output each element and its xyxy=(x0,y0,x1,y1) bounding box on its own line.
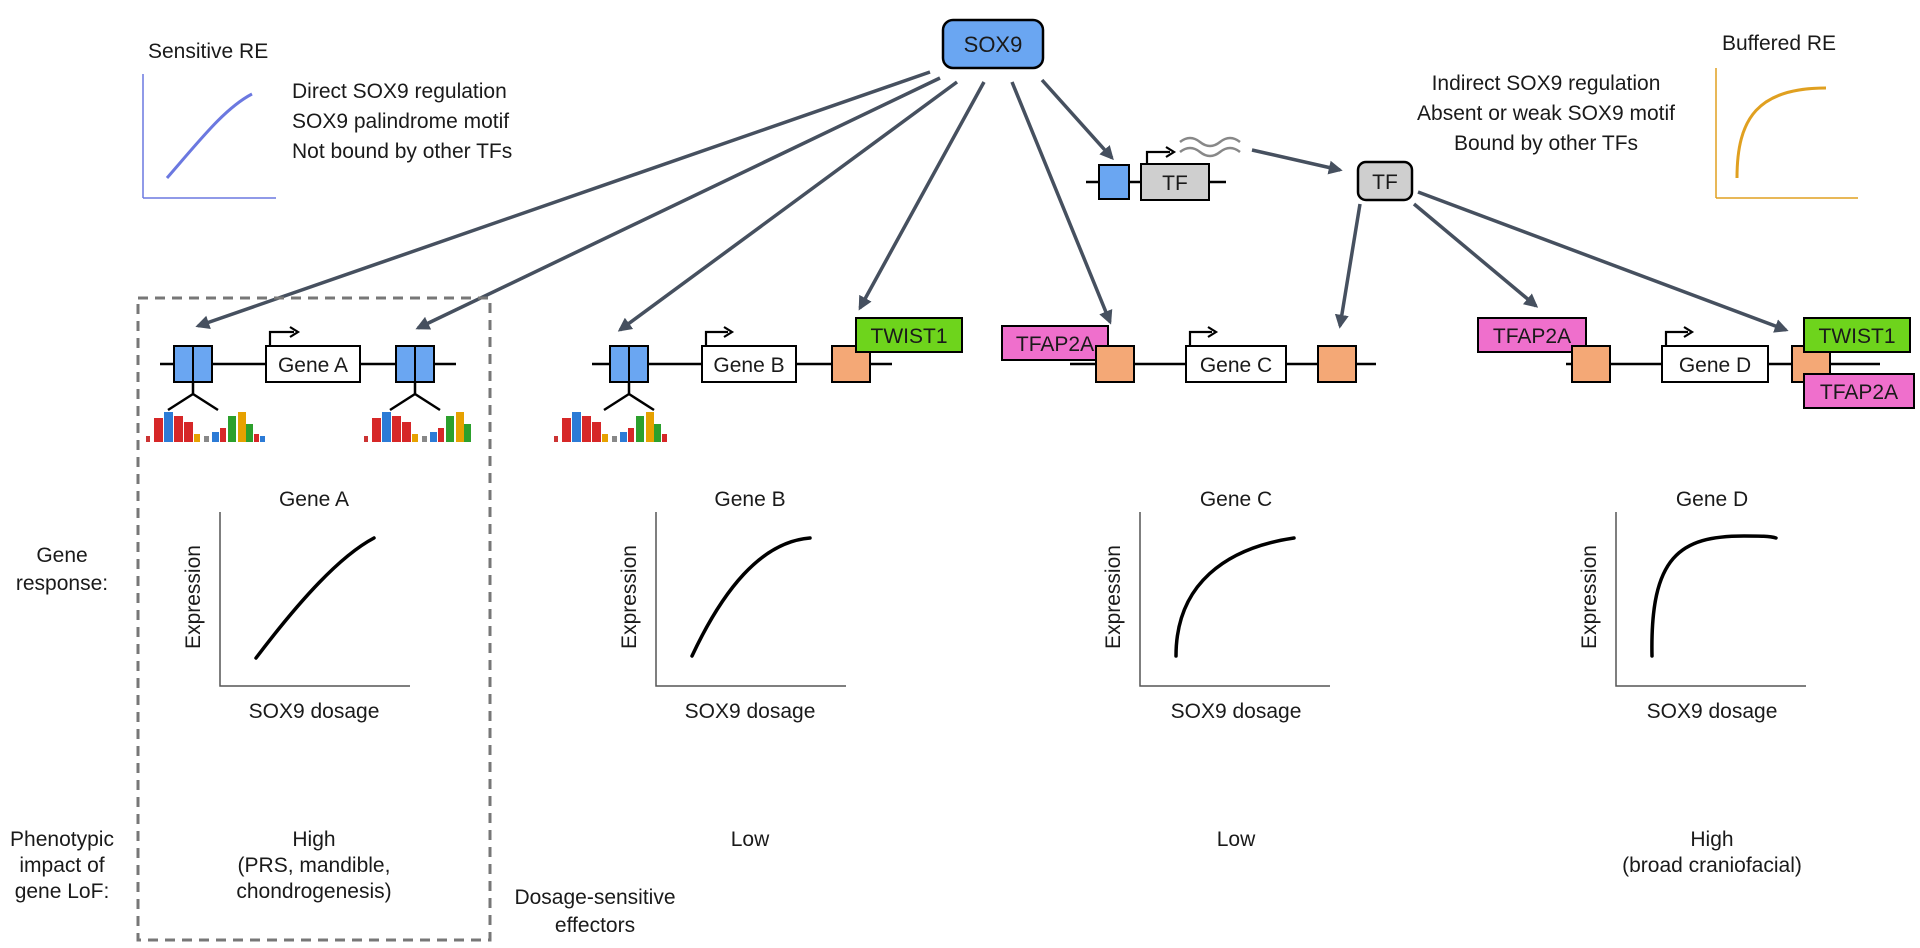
gene-c-locus: TFAP2A Gene C xyxy=(1001,325,1376,383)
svg-text:Low: Low xyxy=(731,828,770,851)
svg-text:chondrogenesis): chondrogenesis) xyxy=(236,880,391,903)
gene-a-locus: Gene A xyxy=(146,326,471,442)
enhancer-gene-c-right xyxy=(1317,345,1357,383)
arrow-sox9-to-gene-c-re xyxy=(1010,81,1113,325)
gene-response-row-label: Gene response: xyxy=(16,544,108,595)
sox9-arrows xyxy=(195,70,1114,332)
arrow-tf-to-gene-c-re xyxy=(1334,203,1362,329)
twist1-factor-gene-d xyxy=(1803,317,1911,353)
sensitive-re-line-1: Direct SOX9 regulation xyxy=(292,80,507,103)
sox9-motif-logo-left xyxy=(146,412,265,442)
gene-d-locus: TFAP2A Gene D TWIST1 TFAP2A xyxy=(1477,317,1915,409)
sensitive-re-line-2: SOX9 palindrome motif xyxy=(292,110,509,133)
tfap2a-label-gene-d-left: TFAP2A xyxy=(1493,325,1571,348)
svg-text:impact of: impact of xyxy=(19,854,104,877)
mrna-wave xyxy=(1179,136,1241,148)
sensitive-re-curve xyxy=(165,92,253,179)
sox9-label: SOX9 xyxy=(964,32,1023,57)
arrow-tf-to-gene-d-re xyxy=(1417,190,1789,333)
response-plot-gene-b: Gene B Expression SOX9 dosage xyxy=(618,488,846,723)
gene-c-xlabel: SOX9 dosage xyxy=(1171,700,1302,723)
arrow-tf-gene-to-tf xyxy=(1251,148,1343,175)
svg-text:Phenotypic: Phenotypic xyxy=(10,828,114,851)
gene-d-response-curve xyxy=(1650,534,1778,658)
impact-gene-b: Low xyxy=(731,828,770,851)
gene-c-response-curve xyxy=(1174,536,1296,658)
impact-gene-a: High (PRS, mandible, chondrogenesis) xyxy=(236,828,391,903)
gene-b-response-curve xyxy=(690,536,812,658)
response-plot-gene-c: Gene C Expression SOX9 dosage xyxy=(1102,488,1330,723)
tf-gene-locus: TF xyxy=(1086,136,1241,201)
tfap2a-factor-gene-d-left xyxy=(1477,317,1587,353)
gene-a-ylabel: Expression xyxy=(182,545,205,649)
arrow-sox9-to-twist1 xyxy=(858,81,986,311)
gene-a-plot-title: Gene A xyxy=(279,488,349,511)
svg-text:High: High xyxy=(1690,828,1733,851)
impact-gene-c: Low xyxy=(1217,828,1256,851)
sensitive-re-line-3: Not bound by other TFs xyxy=(292,140,512,163)
twist1-label-gene-b: TWIST1 xyxy=(871,325,948,348)
buffered-re-line-3: Bound by other TFs xyxy=(1454,132,1638,155)
sox9-node: SOX9 xyxy=(941,18,1045,70)
sensitive-re-panel: Sensitive RE Direct SOX9 regulation SOX9… xyxy=(142,40,512,199)
enhancer-gene-c-left xyxy=(1095,345,1135,383)
svg-text:effectors: effectors xyxy=(555,914,635,937)
gene-c-ylabel: Expression xyxy=(1102,545,1125,649)
enhancer-gene-d-left xyxy=(1571,345,1611,383)
svg-text:Dosage-sensitive: Dosage-sensitive xyxy=(514,886,675,909)
gene-c-box-label: Gene C xyxy=(1200,354,1272,377)
svg-text:(PRS, mandible,: (PRS, mandible, xyxy=(238,854,391,877)
gene-b-locus: Gene B TWIST1 xyxy=(554,317,963,442)
svg-text:High: High xyxy=(292,828,335,851)
gene-a-response-curve xyxy=(254,536,376,660)
gene-d-xlabel: SOX9 dosage xyxy=(1647,700,1778,723)
buffered-re-line-1: Indirect SOX9 regulation xyxy=(1432,72,1661,95)
twist1-label-gene-d: TWIST1 xyxy=(1819,325,1896,348)
svg-text:response:: response: xyxy=(16,572,108,595)
sox9-motif-logo-gene-b xyxy=(554,412,667,442)
svg-text:(broad craniofacial): (broad craniofacial) xyxy=(1622,854,1802,877)
gene-b-ylabel: Expression xyxy=(618,545,641,649)
gene-b-plot-title: Gene B xyxy=(714,488,785,511)
buffered-re-curve xyxy=(1735,86,1827,179)
gene-b-box-label: Gene B xyxy=(713,354,784,377)
tf-gene-label: TF xyxy=(1162,172,1188,195)
arrow-sox9-to-tf-gene xyxy=(1040,78,1114,161)
sensitive-re-title: Sensitive RE xyxy=(148,40,268,63)
gene-a-box-label: Gene A xyxy=(278,354,348,377)
buffered-re-panel: Buffered RE Indirect SOX9 regulation Abs… xyxy=(1417,32,1858,199)
gene-d-box-label: Gene D xyxy=(1679,354,1751,377)
impact-gene-d: High (broad craniofacial) xyxy=(1622,828,1802,877)
tfap2a-factor-gene-d-right xyxy=(1803,373,1915,409)
svg-text:gene LoF:: gene LoF: xyxy=(15,880,110,903)
arrow-sox9-to-gene-b-re xyxy=(617,80,959,332)
response-plot-gene-a: Gene A Expression SOX9 dosage xyxy=(182,488,410,723)
tf-label: TF xyxy=(1372,171,1398,194)
sox9-motif-logo-right xyxy=(364,412,471,442)
gene-b-xlabel: SOX9 dosage xyxy=(685,700,816,723)
gene-d-plot-title: Gene D xyxy=(1676,488,1748,511)
dosage-sensitive-effectors-label: Dosage-sensitive effectors xyxy=(514,886,675,937)
response-plot-gene-d: Gene D Expression SOX9 dosage xyxy=(1578,488,1806,723)
buffered-re-line-2: Absent or weak SOX9 motif xyxy=(1417,102,1675,125)
twist1-factor-gene-b xyxy=(855,317,963,353)
gene-a-xlabel: SOX9 dosage xyxy=(249,700,380,723)
dosage-sensitive-highlight-box xyxy=(136,296,492,942)
buffered-re-title: Buffered RE xyxy=(1722,32,1836,55)
tfap2a-label-gene-d-right: TFAP2A xyxy=(1820,381,1898,404)
arrow-tf-to-tfap2a xyxy=(1412,202,1539,308)
arrow-sox9-to-gene-a-right-re xyxy=(415,76,941,330)
gene-d-ylabel: Expression xyxy=(1578,545,1601,649)
tfap2a-factor-gene-c xyxy=(1001,325,1109,361)
svg-text:Low: Low xyxy=(1217,828,1256,851)
svg-text:Gene: Gene xyxy=(36,544,87,567)
arrow-sox9-to-gene-a-left-re xyxy=(195,70,931,329)
phenotypic-impact-row-label: Phenotypic impact of gene LoF: xyxy=(10,828,114,903)
tf-node: TF xyxy=(1356,160,1414,202)
tfap2a-label-gene-c: TFAP2A xyxy=(1016,333,1094,356)
gene-c-plot-title: Gene C xyxy=(1200,488,1272,511)
tf-arrows xyxy=(1334,190,1789,333)
